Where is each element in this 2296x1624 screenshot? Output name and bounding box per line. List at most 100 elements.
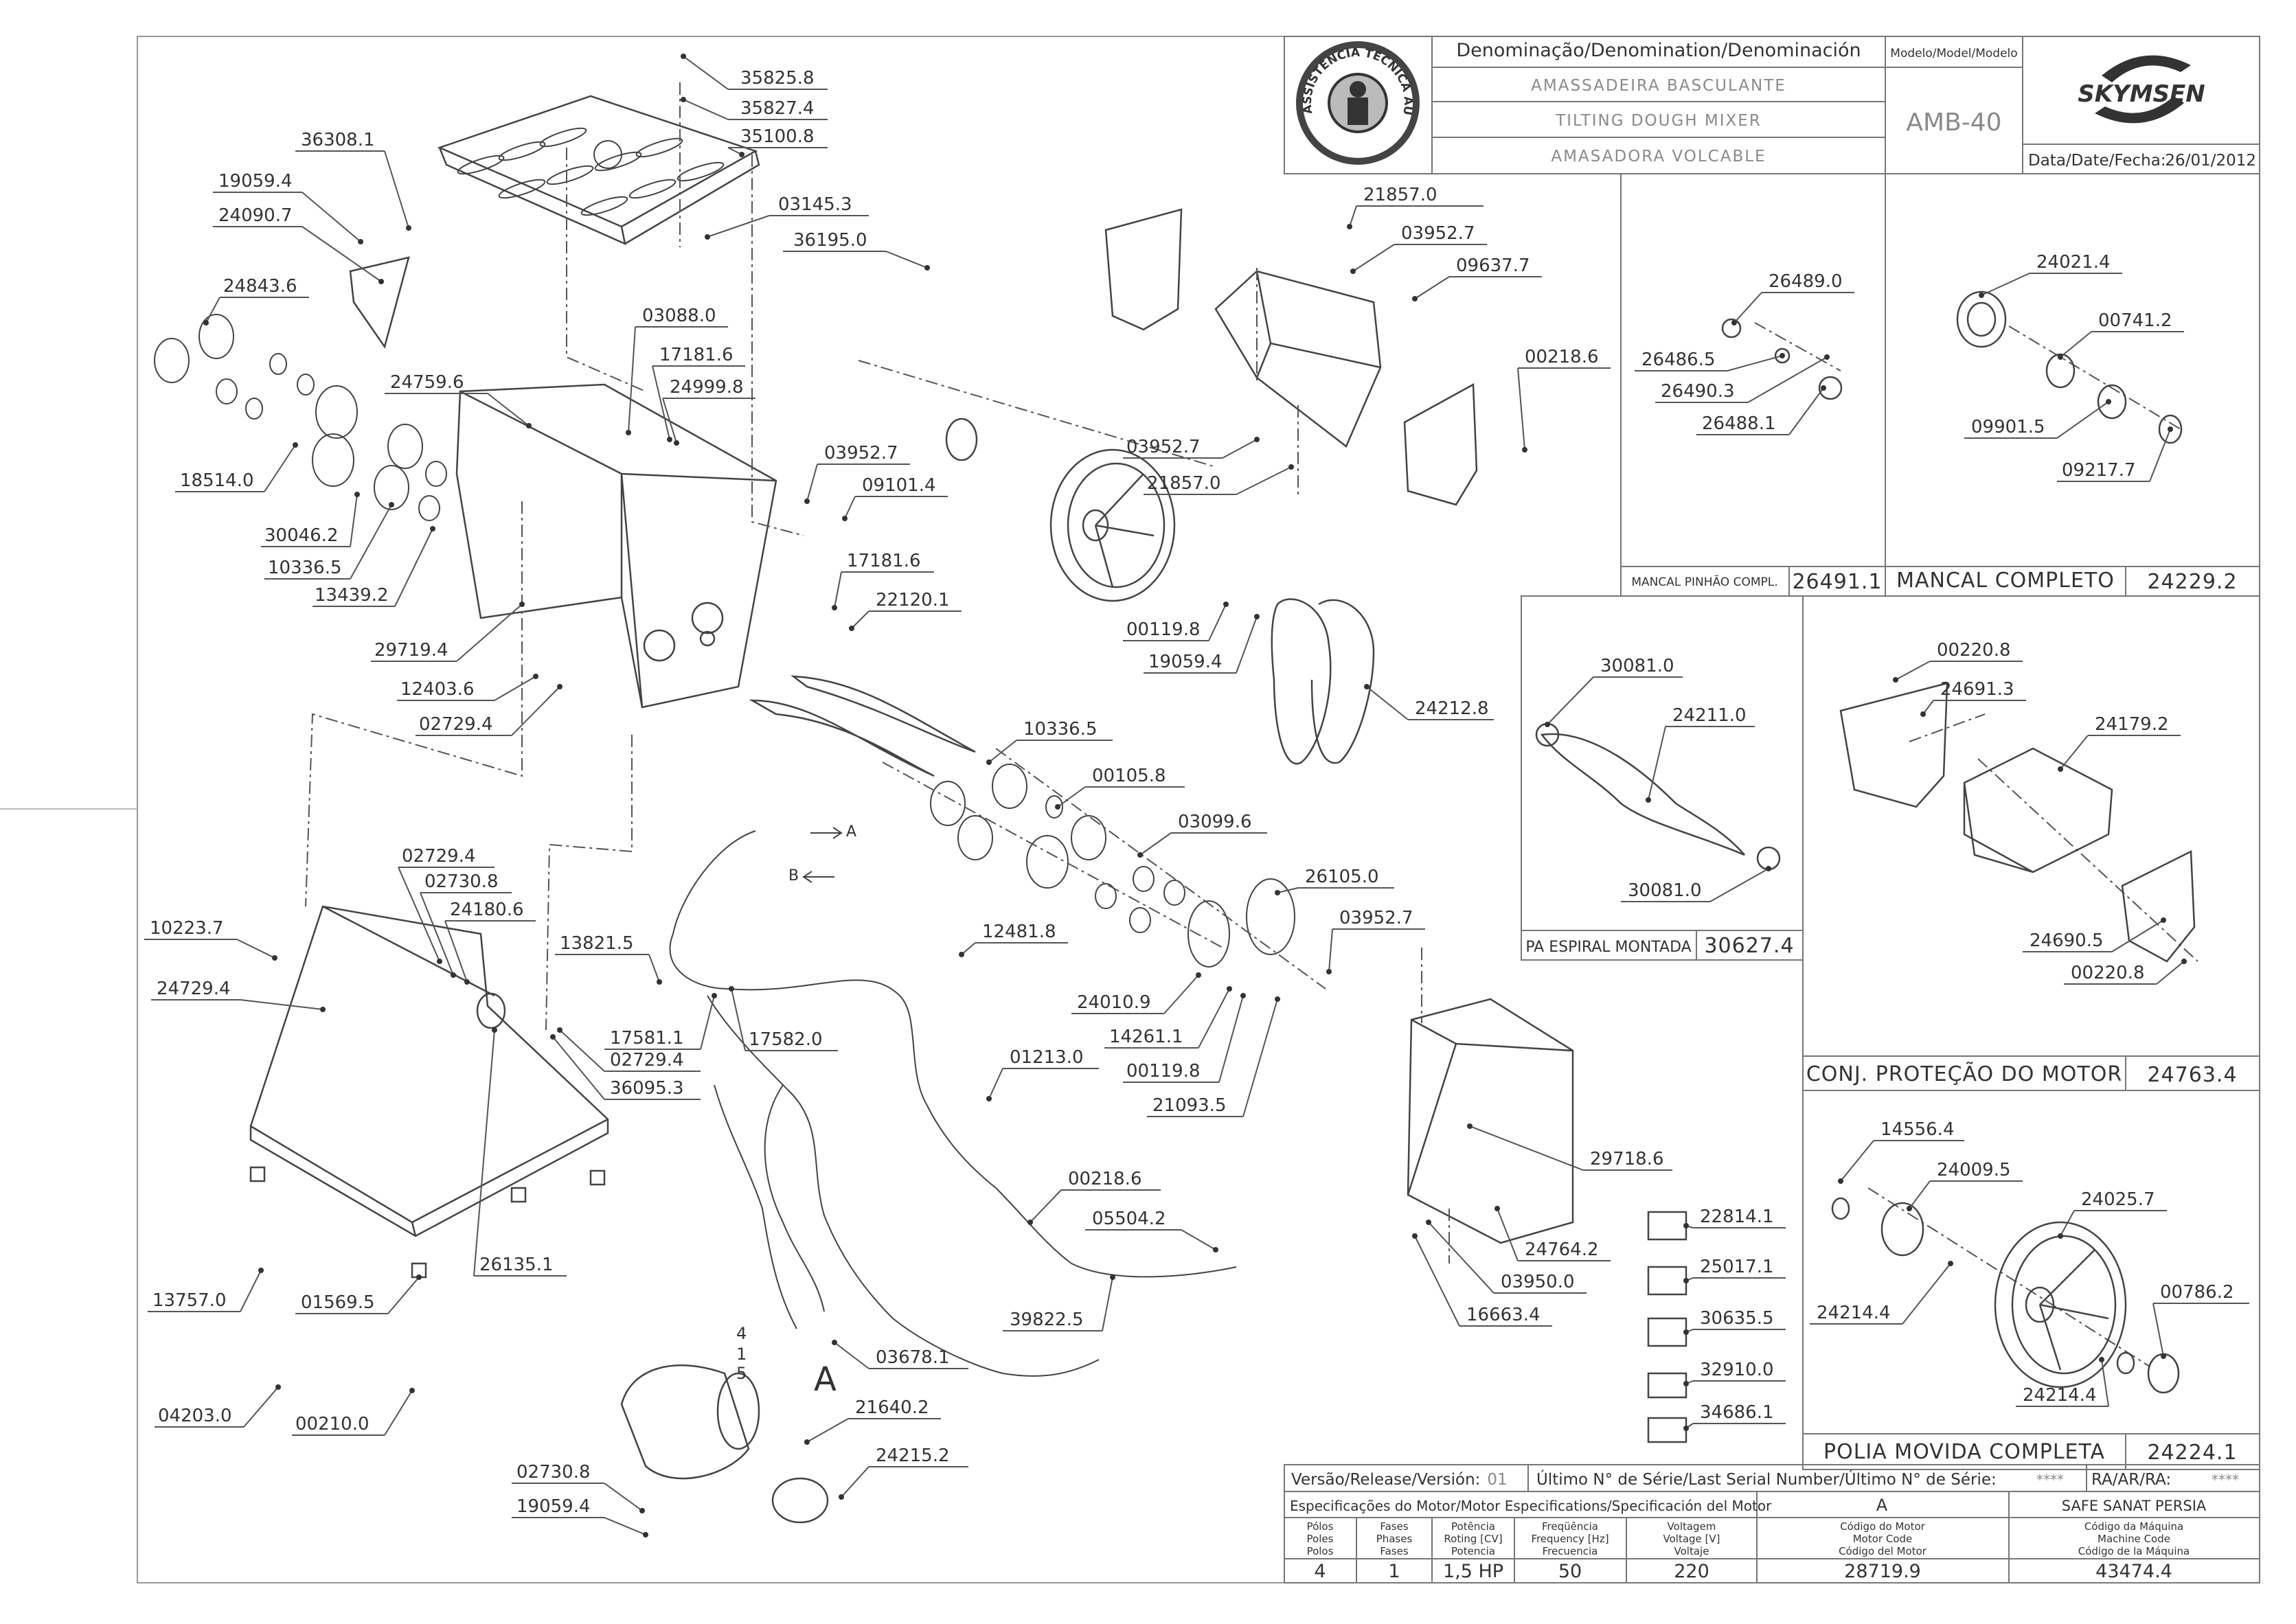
- leader-line: [2149, 428, 2171, 482]
- callout: 05504.2: [1085, 1209, 1218, 1253]
- callout: 00210.0: [292, 1388, 415, 1436]
- leader-line: [1163, 974, 1199, 1014]
- seal-text: ASSISTÊNCIA TÉCNICA AUTORIZADA: [0, 0, 1415, 116]
- leader-dot: [1110, 1274, 1115, 1280]
- part-number: 17181.6: [659, 345, 734, 365]
- leader-line: [1352, 244, 1395, 272]
- callout: 26488.1: [1696, 385, 1826, 435]
- protecao-motor-code: 24763.4: [2147, 1063, 2237, 1087]
- callout: 03952.7: [1350, 223, 1487, 274]
- leader-dot: [804, 499, 810, 504]
- leader-dot: [2181, 959, 2187, 964]
- part-number: 26486.5: [1641, 350, 1716, 370]
- callout: 10336.5: [986, 719, 1113, 765]
- leader-dot: [1275, 996, 1280, 1002]
- leader-dot: [533, 674, 538, 679]
- leader-line: [384, 150, 409, 229]
- leader-line: [1840, 1140, 1874, 1182]
- leader-line: [1788, 387, 1824, 435]
- leader-dot: [2058, 354, 2063, 360]
- leader-dot: [519, 602, 525, 607]
- leader-dot: [258, 1268, 264, 1273]
- leader-line: [604, 1483, 643, 1511]
- leader-line: [236, 939, 275, 959]
- part-number: 24009.5: [1937, 1160, 2011, 1180]
- leader-line: [302, 192, 361, 242]
- leader-dot: [1545, 722, 1550, 727]
- callout: 26489.0: [1731, 271, 1854, 325]
- wire-marker: A: [814, 1360, 837, 1399]
- part-number: 19059.4: [1148, 652, 1223, 672]
- mancal-pinhao-code: 26491.1: [1792, 570, 1882, 594]
- skymsen-logo: SKYMSEN: [2078, 55, 2205, 124]
- callout: 13439.2: [312, 526, 435, 607]
- pa-espiral-code: 30627.4: [1704, 934, 1794, 958]
- leader-line: [628, 326, 636, 433]
- part-number: 10223.7: [150, 918, 224, 939]
- part-number: 35827.4: [740, 98, 815, 119]
- leader-dot: [1254, 614, 1260, 619]
- leader-line: [700, 995, 715, 1050]
- leader-line: [1057, 786, 1086, 808]
- leader-dot: [406, 225, 411, 231]
- part-number: 29718.6: [1590, 1149, 1664, 1169]
- release-label: Versão/Release/Versión:: [1291, 1471, 1480, 1489]
- mancal-completo-name: MANCAL COMPLETO: [1896, 569, 2115, 593]
- callout: 01569.5: [295, 1274, 422, 1314]
- leader-line: [1895, 661, 1931, 681]
- leader-dot: [557, 684, 562, 689]
- callout: 21857.0: [1347, 185, 1484, 229]
- callout: 24025.7: [2058, 1189, 2167, 1239]
- part-number: 17581.1: [610, 1028, 684, 1049]
- leader-dot: [2161, 1353, 2166, 1359]
- callout: 03099.6: [1137, 812, 1267, 858]
- part-number: 39822.5: [1010, 1310, 1084, 1330]
- leader-line: [2060, 1210, 2075, 1237]
- leader-dot: [674, 440, 679, 446]
- leader-dot: [1426, 1220, 1431, 1225]
- callout: 13757.0: [148, 1268, 264, 1312]
- leader-dot: [416, 1274, 422, 1280]
- spec-column-label: Código de la Máquina: [2078, 1545, 2190, 1557]
- spec-column-label: Pólos: [1307, 1520, 1334, 1533]
- leader-line: [559, 1029, 605, 1072]
- part-number: 24021.4: [2036, 252, 2111, 273]
- leader-line: [683, 99, 729, 120]
- part-number: 26135.1: [479, 1255, 554, 1275]
- leader-line: [205, 297, 220, 323]
- callout: 30046.2: [261, 492, 360, 547]
- authorized-service-seal: ASSISTÊNCIA TÉCNICA AUTORIZADA: [0, 0, 1420, 165]
- part-number: 30046.2: [264, 525, 339, 546]
- leader-line: [398, 867, 440, 962]
- leader-line: [1909, 1180, 1931, 1209]
- callout: 00741.2: [2058, 310, 2184, 360]
- polia-movida-code: 24224.1: [2147, 1441, 2237, 1465]
- callout: 00105.8: [1055, 766, 1185, 810]
- part-number: 22814.1: [1700, 1206, 1774, 1227]
- part-number: 24090.7: [218, 205, 293, 226]
- subassembly-drawings: [1535, 290, 2196, 1443]
- leader-line: [2060, 735, 2089, 770]
- callout: 24214.4: [1810, 1261, 1953, 1325]
- leader-line: [1414, 276, 1450, 299]
- leader-line: [552, 1036, 605, 1100]
- spec-column-value: 220: [1674, 1561, 1709, 1582]
- leader-line: [384, 1390, 413, 1436]
- callout: 19059.4: [512, 1496, 648, 1537]
- motor-variant: A: [1876, 1496, 1888, 1515]
- leader-line: [243, 1386, 279, 1428]
- part-number: 02729.4: [610, 1050, 684, 1071]
- leader-line: [511, 686, 560, 736]
- spec-column-label: Potencia: [1451, 1545, 1495, 1557]
- spec-column-label: Voltagem: [1668, 1520, 1716, 1533]
- part-number: 24010.9: [1077, 992, 1151, 1013]
- callout: 10336.5: [264, 502, 394, 580]
- callout: 30081.0: [1621, 866, 1771, 902]
- spec-column-label: Voltage [V]: [1663, 1533, 1720, 1545]
- leader-line: [420, 892, 454, 976]
- spec-column-label: Machine Code: [2098, 1533, 2170, 1545]
- callout: 09901.5: [1964, 399, 2111, 439]
- part-number: 00218.6: [1068, 1169, 1142, 1189]
